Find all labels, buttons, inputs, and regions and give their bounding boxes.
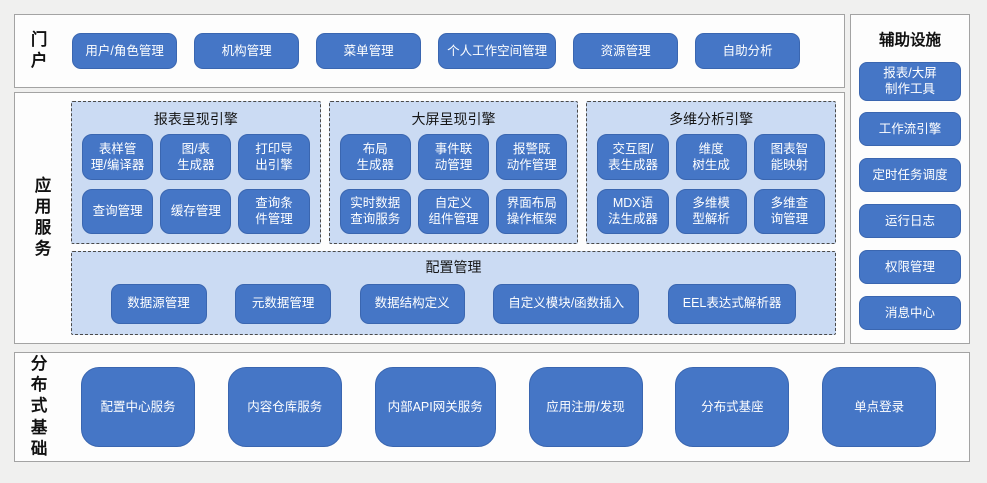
- config-node: 自定义模块/函数插入: [493, 283, 640, 324]
- engine-node: 自定义组件管理: [417, 188, 490, 234]
- engine-node: MDX语法生成器: [597, 188, 669, 234]
- engine-node: 图/表生成器: [160, 134, 232, 180]
- engine-node: 交互图/表生成器: [597, 134, 669, 180]
- auxiliary-node: 消息中心: [859, 295, 961, 330]
- portal-section-label: 门户: [30, 30, 48, 70]
- config-node: 数据结构定义: [359, 283, 465, 324]
- auxiliary-node: 权限管理: [859, 250, 961, 285]
- config-management-title: 配置管理: [425, 259, 482, 275]
- olap-engine-title: 多维分析引擎: [669, 111, 754, 127]
- foundation-node: 应用注册/发现: [528, 367, 643, 447]
- bigscreen-engine-panel: 大屏呈现引擎 布局生成器 事件联动管理 报警既动作管理 实时数据查询服务 自定义…: [328, 101, 579, 244]
- foundation-node: 分布式基座: [675, 367, 790, 447]
- engine-node: 图表智能映射: [753, 134, 826, 180]
- report-engine-items: 表样管理/编译器 图/表生成器 打印导出引擎 查询管理 缓存管理 查询条件管理: [82, 134, 310, 234]
- engine-node: 缓存管理: [160, 188, 232, 234]
- engine-node: 维度树生成: [675, 134, 747, 180]
- portal-node: 个人工作空间管理: [438, 33, 557, 69]
- portal-node: 自助分析: [695, 33, 801, 69]
- auxiliary-node: 定时任务调度: [859, 158, 961, 193]
- foundation-node: 内容仓库服务: [227, 367, 342, 447]
- portal-node: 用户/角色管理: [72, 33, 178, 69]
- auxiliary-label: 辅助设施: [878, 32, 941, 49]
- foundation-label: 分布式基础: [30, 355, 48, 458]
- auxiliary-section: 辅助设施 报表/大屏制作工具 工作流引擎 定时任务调度 运行日志 权限管理 消息…: [850, 14, 970, 344]
- portal-section: 门户 用户/角色管理 机构管理 菜单管理 个人工作空间管理 资源管理 自助分析: [14, 14, 845, 88]
- report-engine-panel: 报表呈现引擎 表样管理/编译器 图/表生成器 打印导出引擎 查询管理 缓存管理: [71, 101, 321, 244]
- engine-node: 事件联动管理: [417, 134, 490, 180]
- engine-node: 表样管理/编译器: [82, 134, 154, 180]
- foundation-node: 内部API网关服务: [374, 367, 496, 447]
- app-services-label: 应用服务: [34, 176, 52, 259]
- app-services-section: 应用服务 报表呈现引擎 表样管理/编译器 图/表生成器 打印导出引擎: [14, 92, 845, 344]
- bigscreen-engine-title: 大屏呈现引擎: [411, 111, 496, 127]
- foundation-node: 配置中心服务: [80, 367, 195, 447]
- config-node: 数据源管理: [110, 283, 207, 324]
- auxiliary-node: 报表/大屏制作工具: [859, 62, 961, 101]
- engine-node: 查询管理: [82, 188, 154, 234]
- engine-node: 查询条件管理: [238, 188, 310, 234]
- olap-engine-panel: 多维分析引擎 交互图/表生成器 维度树生成 图表智能映射 MDX语法生成器 多维…: [586, 101, 837, 244]
- portal-node: 菜单管理: [316, 33, 422, 69]
- olap-engine-items: 交互图/表生成器 维度树生成 图表智能映射 MDX语法生成器 多维模型解析 多维…: [597, 134, 826, 234]
- config-node: 元数据管理: [235, 283, 332, 324]
- foundation-section: 分布式基础 配置中心服务 内容仓库服务 内部API网关服务 应用注册/发现 分布…: [14, 352, 970, 462]
- portal-node: 机构管理: [194, 33, 300, 69]
- engine-node: 打印导出引擎: [238, 134, 310, 180]
- engine-node: 界面布局操作框架: [496, 188, 568, 234]
- config-node: EEL表达式解析器: [667, 283, 797, 324]
- config-management-items: 数据源管理 元数据管理 数据结构定义 自定义模块/函数插入 EEL表达式解析器: [82, 282, 825, 325]
- config-management-panel: 配置管理 数据源管理 元数据管理 数据结构定义 自定义模块/函数插入 EEL表达…: [71, 251, 836, 335]
- engine-node: 多维查询管理: [753, 188, 826, 234]
- foundation-items: 配置中心服务 内容仓库服务 内部API网关服务 应用注册/发现 分布式基座 单点…: [48, 367, 969, 447]
- auxiliary-items: 报表/大屏制作工具 工作流引擎 定时任务调度 运行日志 权限管理 消息中心: [859, 62, 961, 330]
- engine-node: 实时数据查询服务: [339, 188, 411, 234]
- engine-node: 报警既动作管理: [496, 134, 568, 180]
- foundation-node: 单点登录: [822, 367, 937, 447]
- engine-node: 多维模型解析: [675, 188, 747, 234]
- bigscreen-engine-items: 布局生成器 事件联动管理 报警既动作管理 实时数据查询服务 自定义组件管理 界面…: [339, 134, 568, 234]
- portal-items: 用户/角色管理 机构管理 菜单管理 个人工作空间管理 资源管理 自助分析: [72, 33, 801, 69]
- auxiliary-node: 工作流引擎: [859, 112, 961, 147]
- portal-node: 资源管理: [573, 33, 679, 69]
- auxiliary-node: 运行日志: [859, 204, 961, 239]
- engine-node: 布局生成器: [339, 134, 411, 180]
- report-engine-title: 报表呈现引擎: [153, 111, 238, 127]
